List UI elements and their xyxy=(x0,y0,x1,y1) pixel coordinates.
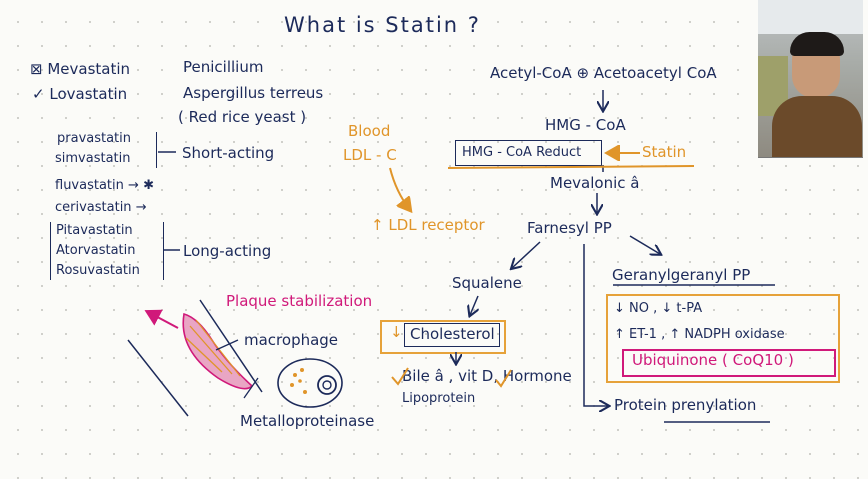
cholesterol-box-inner xyxy=(404,323,500,347)
cholesterol-box-outer xyxy=(380,320,506,354)
cerivastatin-text: cerivastatin xyxy=(55,200,132,215)
cerivastatin-label: cerivastatin → xyxy=(55,201,147,214)
cholesterol-down-arrow-icon: ↓ xyxy=(390,323,403,341)
hmg-coa-reductase-text: HMG - CoA Reduct xyxy=(462,145,582,160)
arrow-icon: → xyxy=(135,200,147,215)
long-acting-bracket xyxy=(50,222,164,280)
cholesterol-text: Cholesterol xyxy=(410,325,495,343)
farnesyl-pp-text: Farnesyl PP xyxy=(527,219,612,237)
ubiquinone-box xyxy=(622,349,836,377)
hmg-coa-text: HMG - CoA xyxy=(545,116,626,134)
simvastatin-label: simvastatin xyxy=(55,151,131,166)
rosuvastatin-label: Rosuvastatin xyxy=(56,263,140,278)
atorvastatin-label: Atorvastatin xyxy=(56,243,136,258)
arrow-icon xyxy=(470,295,478,315)
plaque-stabilization-label: Plaque stabilization xyxy=(226,292,373,310)
arrow-icon: → xyxy=(128,178,139,193)
person-hair xyxy=(790,32,844,56)
no-tpa-effect-text: ↓ NO , ↓ t-PA xyxy=(614,301,703,316)
pitavastatin-label: Pitavastatin xyxy=(56,223,133,238)
plaque-arrow-icon xyxy=(144,309,179,329)
arrow-icon xyxy=(629,235,660,254)
check-mark-icon xyxy=(391,367,409,386)
fluvastatin-text: fluvastatin xyxy=(55,178,124,193)
hmg-coa-reductase-box xyxy=(455,140,602,166)
bile-acid-products-text: Bile â , vit D, Hormone xyxy=(402,367,572,385)
arrow-icon xyxy=(389,167,410,210)
metalloproteinase-label: Metalloproteinase xyxy=(240,412,375,430)
macrophage-label: macrophage xyxy=(244,331,339,349)
ldl-receptor-label: ↑ LDL receptor xyxy=(371,216,485,234)
geranylgeranyl-pp-text: Geranylgeranyl PP xyxy=(612,266,751,284)
check-mark-icon: ✓ xyxy=(32,85,45,103)
macrophage-cell-icon xyxy=(277,358,343,408)
effects-box xyxy=(606,294,840,383)
cross-mark-icon: ⊠ xyxy=(30,60,43,78)
star-icon: ✱ xyxy=(143,178,154,193)
ubiquinone-text: Ubiquinone ( CoQ10 ) xyxy=(632,351,794,369)
long-acting-label: Long-acting xyxy=(183,242,272,260)
page-title: What is Statin ? xyxy=(284,13,481,37)
statin-underline xyxy=(447,165,695,169)
plaque-hatching xyxy=(185,319,241,377)
lipoprotein-text: Lipoprotein xyxy=(402,391,476,406)
blood-label: Blood xyxy=(348,122,391,140)
protein-prenylation-text: Protein prenylation xyxy=(614,396,757,414)
check-mark-icon xyxy=(495,369,512,388)
acetyl-coa-text: Acetyl-CoA ⊕ Acetoacetyl CoA xyxy=(490,64,717,82)
macrophage-pointer xyxy=(215,339,239,351)
person-body xyxy=(772,96,862,157)
ldl-c-label: LDL - C xyxy=(343,146,397,164)
statin-label: Statin xyxy=(642,143,687,161)
et1-nadph-effect-text: ↑ ET-1 , ↑ NADPH oxidase xyxy=(614,327,785,342)
mevastatin-source: Penicillium xyxy=(183,58,264,76)
mevastatin-label: ⊠ Mevastatin xyxy=(30,62,130,77)
lovastatin-text: Lovastatin xyxy=(49,85,128,103)
short-acting-bracket xyxy=(53,132,157,168)
lovastatin-note: ( Red rice yeast ) xyxy=(178,108,307,126)
lovastatin-source: Aspergillus terreus xyxy=(183,84,324,102)
vessel-wall-line xyxy=(199,299,263,393)
arrow-icon xyxy=(512,241,541,268)
mevalonate-text: Mevalonic â xyxy=(550,174,640,192)
vessel-wall-line xyxy=(127,339,189,417)
short-acting-label: Short-acting xyxy=(182,144,275,162)
window-light xyxy=(758,0,863,34)
lovastatin-label: ✓ Lovastatin xyxy=(32,87,127,102)
mevastatin-text: Mevastatin xyxy=(47,60,131,78)
arrow-icon xyxy=(583,244,608,406)
squalene-text: Squalene xyxy=(452,274,522,292)
webcam-person-icon xyxy=(758,0,863,158)
metalloproteinase-pointer xyxy=(243,377,259,399)
pravastatin-label: pravastatin xyxy=(57,131,132,146)
fluvastatin-label: fluvastatin → ✱ xyxy=(55,179,154,192)
